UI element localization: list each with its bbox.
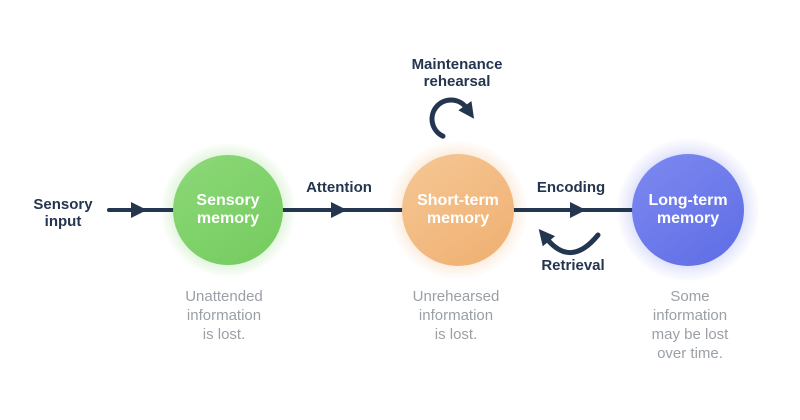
sensory-memory-label: Sensory memory bbox=[196, 192, 260, 227]
encoding-label: Encoding bbox=[536, 179, 606, 196]
short-term-memory-label: Short-term memory bbox=[417, 192, 499, 227]
attention-arrowhead-icon bbox=[331, 202, 347, 218]
encoding-arrowhead-icon bbox=[570, 202, 586, 218]
flow-line bbox=[107, 208, 652, 212]
maintenance-rehearsal-label: Maintenance rehearsal bbox=[411, 56, 503, 90]
retrieval-arrow-icon bbox=[538, 228, 601, 256]
sensory-memory-node: Sensory memory bbox=[173, 155, 283, 265]
sensory-memory-caption: Unattended information is lost. bbox=[185, 288, 263, 343]
long-term-memory-node: Long-term memory bbox=[632, 154, 744, 266]
maintenance-rehearsal-loop-icon bbox=[429, 97, 475, 139]
long-term-memory-caption: Some information may be lost over time. bbox=[651, 288, 729, 362]
short-term-memory-caption: Unrehearsed information is lost. bbox=[412, 288, 500, 343]
attention-label: Attention bbox=[306, 179, 372, 196]
sensory-input-label: Sensory input bbox=[33, 196, 93, 230]
sensory-input-arrowhead-icon bbox=[131, 202, 147, 218]
short-term-memory-node: Short-term memory bbox=[402, 154, 514, 266]
long-term-memory-label: Long-term memory bbox=[648, 192, 728, 227]
retrieval-label: Retrieval bbox=[541, 257, 605, 274]
